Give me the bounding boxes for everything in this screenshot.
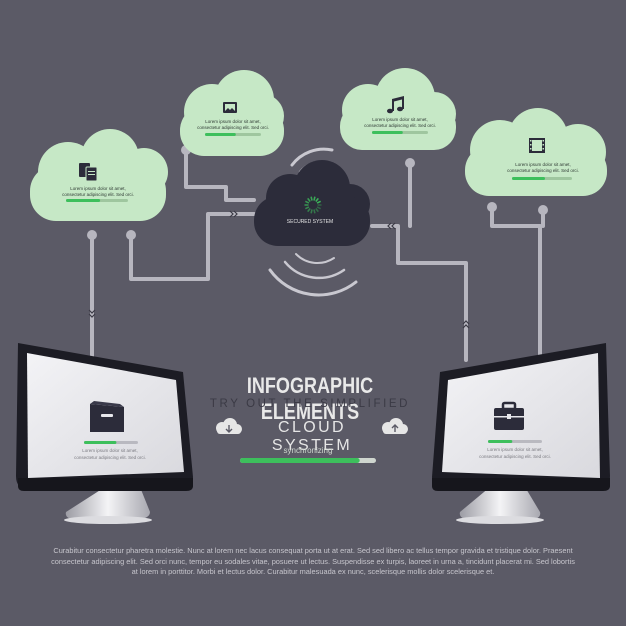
cloud-3-progress-fill xyxy=(372,131,403,134)
spinner-tick xyxy=(307,197,311,202)
left-monitor-stand xyxy=(65,487,150,520)
cloud-2 xyxy=(180,70,284,156)
cloud-progress-bars xyxy=(66,131,572,202)
film-icon xyxy=(529,138,545,153)
cloud-3-line-2: consectetur adipiscing elit. Sed orci. xyxy=(364,123,436,128)
page-title: INFOGRAPHIC ELEMENTS xyxy=(246,373,374,424)
right-monitor-line-2: consectetur adipiscing elit. Sed orci. xyxy=(479,453,551,459)
documents-icon xyxy=(79,163,98,182)
footer-text: Curabitur consectetur pharetra molestie.… xyxy=(30,546,596,578)
image-icon xyxy=(223,102,237,113)
left-monitor-progress-fill xyxy=(84,441,117,444)
footer-line-3: at lorem in porttitor. Morbi et lectus d… xyxy=(131,567,495,576)
spinner-tick xyxy=(304,206,310,210)
cloud-1-line-1: Lorem ipsum dolor sit amet, xyxy=(70,186,126,191)
cloud-1-progress-fill xyxy=(66,199,101,202)
file-drawer-icon xyxy=(90,401,124,432)
left-monitor-text: Lorem ipsum dolor sit amet, consectetur … xyxy=(50,448,170,461)
spinner-tick xyxy=(313,196,316,201)
left-monitor-line-2: consectetur adipiscing elit. Sed orci. xyxy=(74,454,146,460)
cloud-upload-icon xyxy=(382,418,408,434)
spinner-tick xyxy=(310,209,313,214)
cloud-2-text: Lorem ipsum dolor sit amet, consectetur … xyxy=(186,119,280,131)
cloud-4-text: Lorem ipsum dolor sit amet, consectetur … xyxy=(488,162,598,174)
right-monitor-line-1: Lorem ipsum dolor sit amet, xyxy=(487,447,543,452)
center-cloud-label: SECURED SYSTEM xyxy=(286,219,334,225)
right-monitor xyxy=(432,343,610,524)
footer-line-2: consectetur adipiscing elit. Sed orci nu… xyxy=(51,556,575,566)
spinner-tick xyxy=(315,208,319,213)
cloud-4-line-2: consectetur adipiscing elit. Sed orci. xyxy=(507,168,579,173)
loading-spinner-icon xyxy=(304,196,322,214)
cloud-2-progress-fill xyxy=(205,133,236,136)
connector-lines xyxy=(90,149,545,362)
cloud-4-line-1: Lorem ipsum dolor sit amet, xyxy=(515,162,571,167)
cloud-4-progress-fill xyxy=(512,177,545,180)
cloud-3-line-1: Lorem ipsum dolor sit amet, xyxy=(372,117,428,122)
cloud-2-line-2: consectetur adipiscing elit. Sed orci. xyxy=(197,125,269,130)
center-cloud xyxy=(254,160,370,246)
connector-arrows xyxy=(88,210,470,329)
spinner-tick xyxy=(307,208,311,213)
cloud-system-heading: CLOUD SYSTEM xyxy=(271,419,353,454)
spinner-tick xyxy=(313,209,316,214)
left-monitor-line-1: Lorem ipsum dolor sit amet, xyxy=(82,448,138,453)
spinner-tick xyxy=(304,200,310,204)
music-note-icon xyxy=(387,96,404,114)
left-monitor xyxy=(16,343,193,524)
footer-line-1: Curabitur consectetur pharetra molestie.… xyxy=(53,546,573,555)
right-monitor-text: Lorem ipsum dolor sit amet, consectetur … xyxy=(455,447,575,460)
sync-label: synchronizing xyxy=(283,446,333,455)
right-monitor-stand xyxy=(459,487,541,520)
cloud-3-text: Lorem ipsum dolor sit amet, consectetur … xyxy=(348,117,452,129)
cloud-download-icon xyxy=(216,418,242,434)
spinner-tick xyxy=(316,206,322,210)
cloud-1-line-2: consectetur adipiscing elit. Sed orci. xyxy=(62,192,134,197)
cloud-2-line-1: Lorem ipsum dolor sit amet, xyxy=(205,119,261,124)
sync-progress-fill xyxy=(240,458,360,463)
spinner-tick xyxy=(315,197,319,202)
signal-waves xyxy=(268,147,358,297)
page-subtitle: TRY OUT THE SIMPLIFIED xyxy=(209,398,411,410)
spinner-tick xyxy=(310,196,313,201)
cloud-1 xyxy=(30,129,168,221)
cloud-1-text: Lorem ipsum dolor sit amet, consectetur … xyxy=(46,186,150,198)
right-monitor-progress-fill xyxy=(488,440,513,443)
briefcase-icon xyxy=(494,401,524,430)
spinner-tick xyxy=(316,200,322,204)
